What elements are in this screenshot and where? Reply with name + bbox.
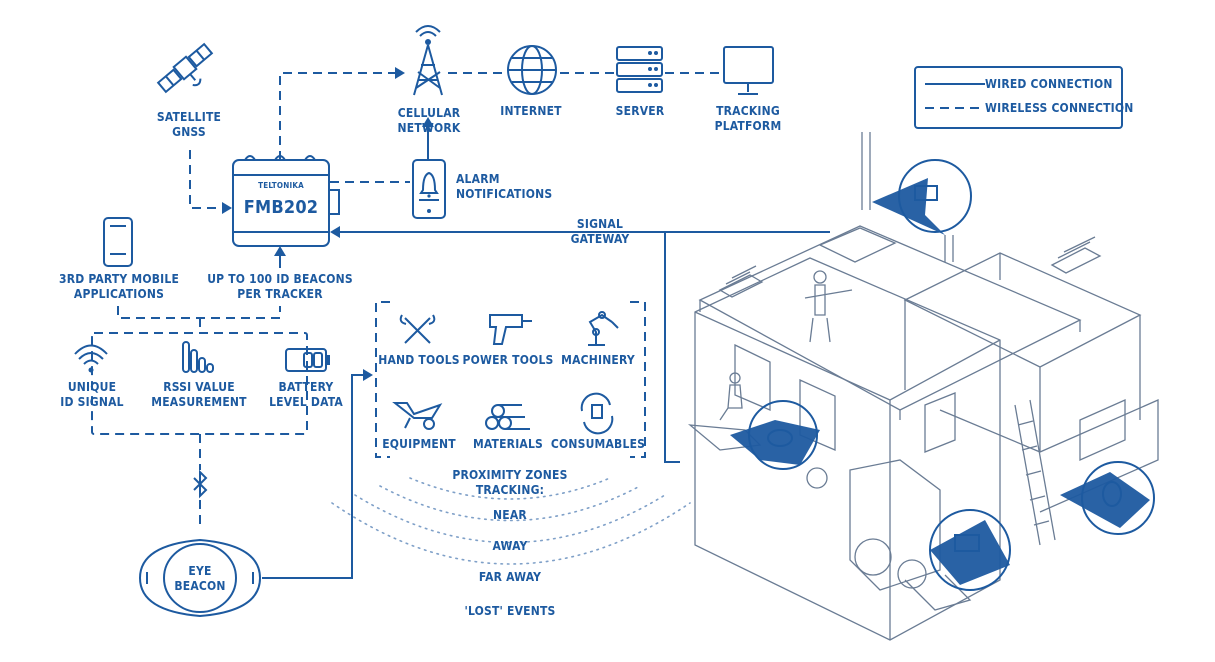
apps-bracket [117, 306, 281, 319]
bluetooth-icon [193, 469, 208, 499]
satellite-icon [156, 42, 214, 94]
proximity-away: AWAY [492, 539, 528, 553]
wifi-signal-icon [74, 344, 108, 373]
power-drill-icon [489, 314, 532, 345]
unique-id-label: UNIQUE ID SIGNAL [60, 380, 124, 409]
proximity-near: NEAR [493, 508, 527, 522]
hand-tools-icon [399, 314, 436, 344]
zoom-beacon-detail-1 [730, 400, 820, 470]
zoom-small-beacon [806, 467, 828, 489]
materials-logs-icon [485, 404, 530, 430]
proximity-far-away: FAR AWAY [478, 570, 542, 584]
machinery-label: MACHINERY [561, 353, 635, 367]
proximity-lost: 'LOST' EVENTS [464, 604, 556, 618]
device-model: FMB202 [243, 197, 319, 218]
beacon-data-box [91, 332, 308, 435]
zoom-gateway-detail [872, 159, 972, 235]
cellular-label: CELLULAR NETWORK [397, 106, 461, 135]
wheelbarrow-icon [392, 402, 443, 430]
rssi-label: RSSI VALUE MEASUREMENT [151, 380, 247, 409]
equipment-label: EQUIPMENT [382, 437, 456, 451]
mobile-apps-label: 3RD PARTY MOBILE APPLICATIONS [58, 272, 180, 301]
tracking-platform-label: TRACKING PLATFORM [714, 104, 782, 133]
beacon-to-assets-line [262, 374, 365, 579]
power-tools-label: POWER TOOLS [462, 353, 554, 367]
materials-label: MATERIALS [472, 437, 544, 451]
legend-box [914, 66, 1123, 129]
assets-bracket-left [375, 301, 390, 458]
fmb-to-cellular-line [279, 72, 395, 160]
battery-label: BATTERY LEVEL DATA [269, 380, 343, 409]
eye-beacon-icon [138, 538, 262, 618]
zoom-tracker-detail [929, 509, 1011, 591]
consumables-cycle-icon [580, 392, 614, 435]
server-label: SERVER [615, 104, 665, 118]
legend-wired-label: WIRED CONNECTION [985, 77, 1113, 91]
satellite-to-fmb-line [189, 150, 223, 209]
alarm-phone-icon [412, 159, 446, 219]
fmb202-device-icon [232, 155, 340, 247]
cellular-tower-icon [413, 25, 443, 96]
robot-arm-icon [588, 311, 619, 346]
rssi-bars-icon [182, 341, 214, 373]
beacons-per-tracker-label: UP TO 100 ID BEACONS PER TRACKER [207, 272, 353, 301]
signal-gateway-line [340, 231, 680, 463]
signal-gateway-label: SIGNAL GATEWAY [570, 217, 630, 246]
satellite-label: SATELLITE GNSS [156, 110, 222, 139]
legend-wireless-label: WIRELESS CONNECTION [985, 101, 1134, 115]
battery-icon [285, 348, 330, 372]
eye-beacon-label: EYE BEACON [174, 564, 226, 593]
hand-tools-label: HAND TOOLS [378, 353, 460, 367]
assets-bracket-right [630, 301, 646, 458]
arrowhead [395, 67, 405, 79]
server-icon [616, 46, 663, 93]
proximity-title: PROXIMITY ZONES TRACKING: [452, 468, 568, 497]
monitor-icon [723, 46, 774, 95]
internet-label: INTERNET [500, 104, 562, 118]
alarm-label: ALARM NOTIFICATIONS [456, 172, 553, 201]
consumables-label: CONSUMABLES [550, 437, 646, 451]
construction-site-illustration [687, 132, 1159, 641]
globe-icon [507, 45, 557, 95]
mobile-phone-icon [103, 217, 133, 267]
zoom-beacon-detail-2 [1060, 461, 1155, 535]
device-brand: TELTONIKA [258, 181, 304, 190]
